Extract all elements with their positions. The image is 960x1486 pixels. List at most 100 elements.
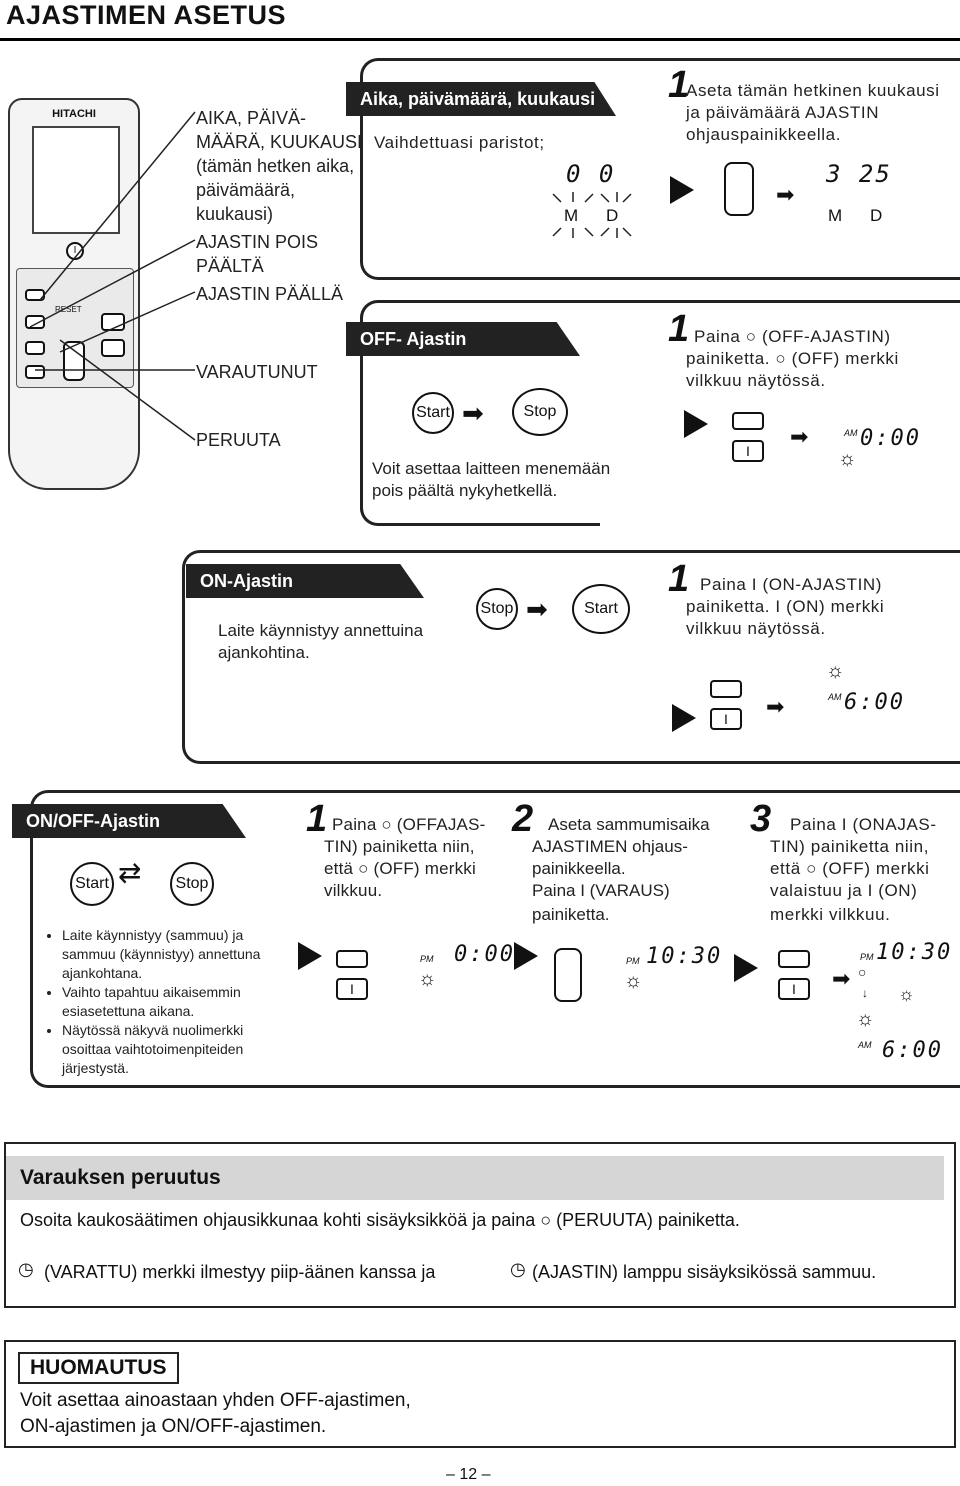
callout-off-2: PÄÄLTÄ: [196, 256, 264, 276]
on-button[interactable]: I: [710, 708, 742, 730]
remote-illustration: HITACHI I RESET: [8, 98, 140, 490]
off-desc-1: Voit asettaa laitteen menemään: [372, 459, 611, 478]
callout-on: AJASTIN PÄÄLLÄ: [196, 284, 344, 304]
off-step-line-3: vilkkuu näytössä.: [686, 371, 826, 390]
clock-label-m: M: [564, 206, 579, 225]
off-button[interactable]: [778, 950, 810, 968]
disp3-ampm-2: AM: [858, 1040, 872, 1050]
onoff-step2-number: 2: [512, 798, 534, 840]
right-arrow-icon: ➡: [526, 594, 548, 624]
onoff-step3-line-5: merkki vilkkuu.: [770, 905, 891, 924]
onoff-bullet-2: Vaihto tapahtuu aikaisemmin esiasetettun…: [62, 983, 286, 1021]
onoff-step2-line-5: painiketta.: [532, 905, 610, 924]
off-button[interactable]: [336, 950, 368, 968]
page-title: AJASTIMEN ASETUS: [6, 0, 287, 30]
onoff-step1-line-1: Paina ○ (OFFAJAS-: [332, 815, 486, 834]
disp1-time: 0:00: [454, 942, 515, 967]
remote-reset-label: RESET: [55, 305, 82, 314]
blink-on-icon: ☼: [826, 660, 845, 682]
cancel-line-2b: (AJASTIN) lamppu sisäyksikössä sammuu.: [532, 1262, 877, 1282]
onoff-step3-line-1: Paina I (ONAJAS-: [790, 815, 937, 834]
blink-on-icon: ☼: [856, 1008, 875, 1030]
timer-icon: ☼: [898, 984, 915, 1004]
remote-power-button[interactable]: I: [66, 242, 84, 260]
timer-up-down-button[interactable]: [554, 948, 582, 1002]
callout-clock-1: AIKA, PÄIVÄ-: [196, 108, 307, 128]
onoff-section-frame: [30, 790, 960, 1088]
play-arrow-icon: [670, 176, 694, 204]
onoff-arrows-icon: ⇄: [118, 857, 142, 888]
blink-off-icon: ☼: [418, 968, 437, 990]
off-button[interactable]: [732, 412, 764, 430]
clock-icon: ◷: [18, 1259, 34, 1279]
remote-swing-button[interactable]: [101, 339, 125, 357]
clock-subtitle: Vaihdettuasi paristot;: [374, 133, 545, 152]
clock-header: Aika, päivämäärä, kuukausi: [346, 82, 616, 116]
remote-timer-up-down[interactable]: [63, 341, 85, 381]
on-desc-1: Laite käynnistyy annettuina: [218, 621, 424, 640]
callout-clock-5: kuukausi): [196, 204, 274, 224]
play-arrow-icon: [514, 942, 538, 970]
timer-up-down-button[interactable]: [724, 162, 754, 216]
callout-cancel: PERUUTA: [196, 430, 281, 450]
remote-brand: HITACHI: [52, 108, 96, 120]
callout-reserve: VARAUTUNUT: [196, 362, 318, 382]
on-header: ON-Ajastin: [186, 564, 424, 598]
off-display-time: 0:00: [860, 426, 921, 451]
remote-callout-lines: [29, 111, 196, 441]
off-stop-label: Stop: [512, 388, 568, 436]
remote-on-button[interactable]: [25, 315, 45, 329]
disp1-ampm: PM: [420, 954, 434, 964]
clock-display-set: 3 25: [826, 160, 892, 188]
onoff-step1-line-2: TIN) painiketta niin,: [324, 837, 475, 856]
note-line-1: Voit asettaa ainoastaan yhden OFF-ajasti…: [20, 1390, 411, 1411]
clock-display-initial: 0 0: [566, 160, 616, 188]
clock-step-line-3: ohjauspainikkeella.: [686, 125, 842, 144]
off-indicator-icon: ○: [858, 964, 867, 980]
clock-set-label-d: D: [870, 206, 883, 225]
on-button[interactable]: I: [732, 440, 764, 462]
remote-cancel-button[interactable]: [25, 341, 45, 355]
on-button[interactable]: I: [336, 978, 368, 1000]
onoff-step3-line-2: TIN) painiketta niin,: [770, 837, 930, 856]
clock-label-d: D: [606, 206, 619, 225]
callout-off-1: AJASTIN POIS: [196, 232, 319, 252]
onoff-step2-line-1: Aseta sammumisaika: [548, 815, 710, 834]
clock-step-line-2: ja päivämäärä AJASTIN: [686, 103, 880, 122]
onoff-step1-line-4: vilkkuu.: [324, 881, 383, 900]
on-display-ampm: AM: [828, 692, 842, 702]
blink-off-icon: ☼: [624, 970, 643, 992]
clock-section-frame: [360, 58, 960, 280]
note-box: [4, 1340, 956, 1448]
cancel-line-2: (VARATTU) merkki ilmestyy piip-äänen kan…: [44, 1262, 436, 1282]
onoff-step2-line-4: Paina I (VARAUS): [532, 881, 670, 900]
off-step-line-2: painiketta. ○ (OFF) merkki: [686, 349, 899, 368]
onoff-bullets: Laite käynnistyy (sammuu) ja sammuu (käy…: [44, 926, 286, 1078]
remote-reserve-button[interactable]: [25, 365, 45, 379]
right-arrow-icon: ➡: [766, 694, 785, 719]
disp3-time: 10:30: [876, 940, 953, 965]
play-arrow-icon: [672, 704, 696, 732]
off-button[interactable]: [710, 680, 742, 698]
play-arrow-icon: [684, 410, 708, 438]
note-header: HUOMAUTUS: [18, 1352, 179, 1384]
remote-screen: [32, 126, 120, 234]
off-step-number: 1: [668, 308, 690, 350]
off-section-bottom: [360, 300, 600, 526]
on-stop-label: Stop: [476, 588, 518, 630]
down-arrow-icon: ↓: [862, 986, 868, 1000]
blink-off-icon: ☼: [838, 448, 857, 470]
off-step-line-1: Paina ○ (OFF-AJASTIN): [694, 327, 891, 346]
onoff-stop-label: Stop: [170, 862, 214, 906]
on-step-line-2: painiketta. I (ON) merkki: [686, 597, 885, 616]
onoff-step1-number: 1: [306, 798, 328, 840]
onoff-bullet-1: Laite käynnistyy (sammuu) ja sammuu (käy…: [62, 926, 286, 983]
disp3-ampm: PM: [860, 952, 874, 962]
off-header: OFF- Ajastin: [346, 322, 580, 356]
on-button[interactable]: I: [778, 978, 810, 1000]
disp2-ampm: PM: [626, 956, 640, 966]
page-number: – 12 –: [446, 1466, 491, 1483]
onoff-header: ON/OFF-Ajastin: [12, 804, 246, 838]
callout-clock-3: (tämän hetken aika,: [196, 156, 355, 176]
onoff-step3-line-3: että ○ (OFF) merkki: [770, 859, 930, 878]
